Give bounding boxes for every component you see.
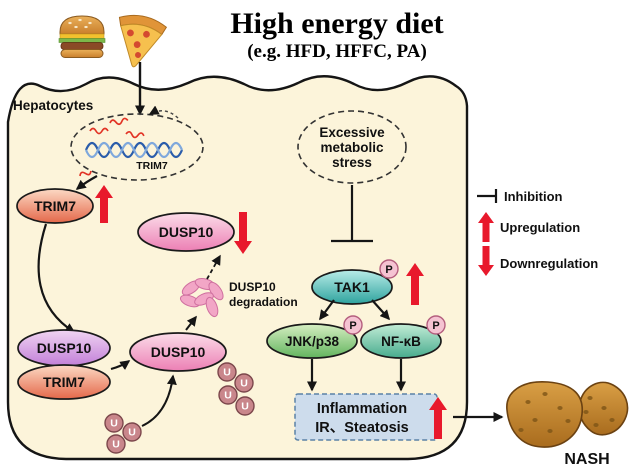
stress-line1: Excessive bbox=[319, 125, 385, 140]
petals-to-dusp10-arrow bbox=[206, 254, 221, 280]
degradation-petals bbox=[179, 278, 224, 318]
legend: Inhibition Upregulation Downregulation bbox=[477, 189, 598, 276]
dusp10-label: DUSP10 bbox=[159, 224, 214, 240]
complex-trim7-node bbox=[17, 364, 111, 400]
ubiquitin-letter: U bbox=[224, 390, 232, 402]
phospho-letter: P bbox=[432, 320, 439, 332]
outcome-upregulation-arrow bbox=[429, 397, 447, 439]
ub-dusp10-label: DUSP10 bbox=[151, 344, 206, 360]
tak1-upregulation-arrow bbox=[406, 263, 424, 305]
stress-node bbox=[297, 110, 407, 184]
ubiquitin-circle bbox=[217, 362, 237, 382]
stress-line3: stress bbox=[332, 155, 372, 170]
stress-inhibition-line bbox=[331, 185, 373, 243]
tak1-label: TAK1 bbox=[334, 279, 370, 295]
mrna-squiggles bbox=[79, 117, 145, 177]
nucleus-to-trim7-arrow bbox=[75, 175, 98, 190]
ubiquitin-circle bbox=[234, 373, 254, 393]
ubiquitin-letter: U bbox=[112, 439, 120, 451]
nfkb-label: NF-κB bbox=[381, 334, 421, 349]
burger-icon bbox=[58, 15, 106, 58]
ubiquitin-cluster-arrow bbox=[141, 374, 177, 427]
pizza-icon bbox=[118, 14, 168, 68]
phospho-letter: P bbox=[385, 264, 392, 276]
transcription-arrow bbox=[148, 105, 179, 119]
legend-downregulation-label: Downregulation bbox=[500, 256, 598, 271]
outcome-line1: Inflammation bbox=[317, 401, 407, 417]
complex-trim7-label: TRIM7 bbox=[43, 374, 85, 390]
tak1-to-jnk-arrow bbox=[319, 299, 335, 321]
legend-inhibition-symbol bbox=[477, 189, 498, 203]
legend-inhibition-label: Inhibition bbox=[504, 189, 563, 204]
trim7-label: TRIM7 bbox=[34, 198, 76, 214]
ubiquitin-circle bbox=[106, 434, 126, 454]
hepatocytes-label: Hepatocytes bbox=[13, 98, 93, 113]
jnk-label: JNK/p38 bbox=[285, 334, 340, 349]
phospho-circle bbox=[343, 315, 363, 335]
dusp10-downregulation-arrow bbox=[234, 212, 252, 254]
outcome-line2: IR、Steatosis bbox=[315, 420, 408, 436]
stress-line2: metabolic bbox=[320, 140, 384, 155]
trim7-to-complex-arrow bbox=[37, 223, 76, 333]
phospho-circle bbox=[426, 315, 446, 335]
ubiquitin-chain: U U U U bbox=[217, 362, 255, 416]
phospho-letter: P bbox=[349, 320, 356, 332]
trim7-upregulation-arrow bbox=[95, 185, 113, 223]
ub-dusp10-to-petals-arrow bbox=[185, 315, 197, 331]
legend-upregulation-arrow bbox=[478, 212, 494, 242]
tak1-to-nfkb-arrow bbox=[371, 299, 391, 321]
ubiquitin-letter: U bbox=[223, 367, 231, 379]
ubiquitin-circle bbox=[122, 422, 142, 442]
ubiquitin-circle bbox=[218, 385, 238, 405]
ubiquitin-circle bbox=[104, 413, 124, 433]
gene-label: TRIM7 bbox=[136, 160, 168, 172]
legend-downregulation-arrow bbox=[478, 246, 494, 276]
ubiquitin-cluster: U U U bbox=[104, 413, 142, 454]
jnk-node bbox=[266, 323, 358, 359]
nucleus-outline bbox=[70, 113, 204, 181]
figure-subtitle: (e.g. HFD, HFFC, PA) bbox=[247, 41, 427, 62]
ub-dusp10-node bbox=[129, 332, 227, 372]
legend-upregulation-label: Upregulation bbox=[500, 220, 580, 235]
nash-label: NASH bbox=[564, 451, 609, 468]
degradation-label-line1: DUSP10 bbox=[229, 280, 276, 294]
phospho-circle bbox=[379, 259, 399, 279]
degradation-label-line2: degradation bbox=[229, 295, 298, 309]
ubiquitin-letter: U bbox=[110, 418, 118, 430]
complex-dusp10-label: DUSP10 bbox=[37, 340, 92, 356]
liver-icon bbox=[506, 381, 629, 448]
nfkb-node bbox=[360, 323, 442, 359]
dusp10-node bbox=[137, 212, 235, 252]
figure-title: High energy diet bbox=[230, 7, 443, 40]
ubiquitin-letter: U bbox=[240, 378, 248, 390]
complex-to-ub-dusp10-arrow bbox=[110, 360, 131, 371]
tak1-node bbox=[311, 269, 393, 305]
dna-strand-2 bbox=[84, 141, 184, 159]
ubiquitin-circle bbox=[235, 396, 255, 416]
trim7-node bbox=[16, 188, 94, 224]
ubiquitin-letter: U bbox=[128, 427, 136, 439]
ubiquitin-letter: U bbox=[241, 401, 249, 413]
